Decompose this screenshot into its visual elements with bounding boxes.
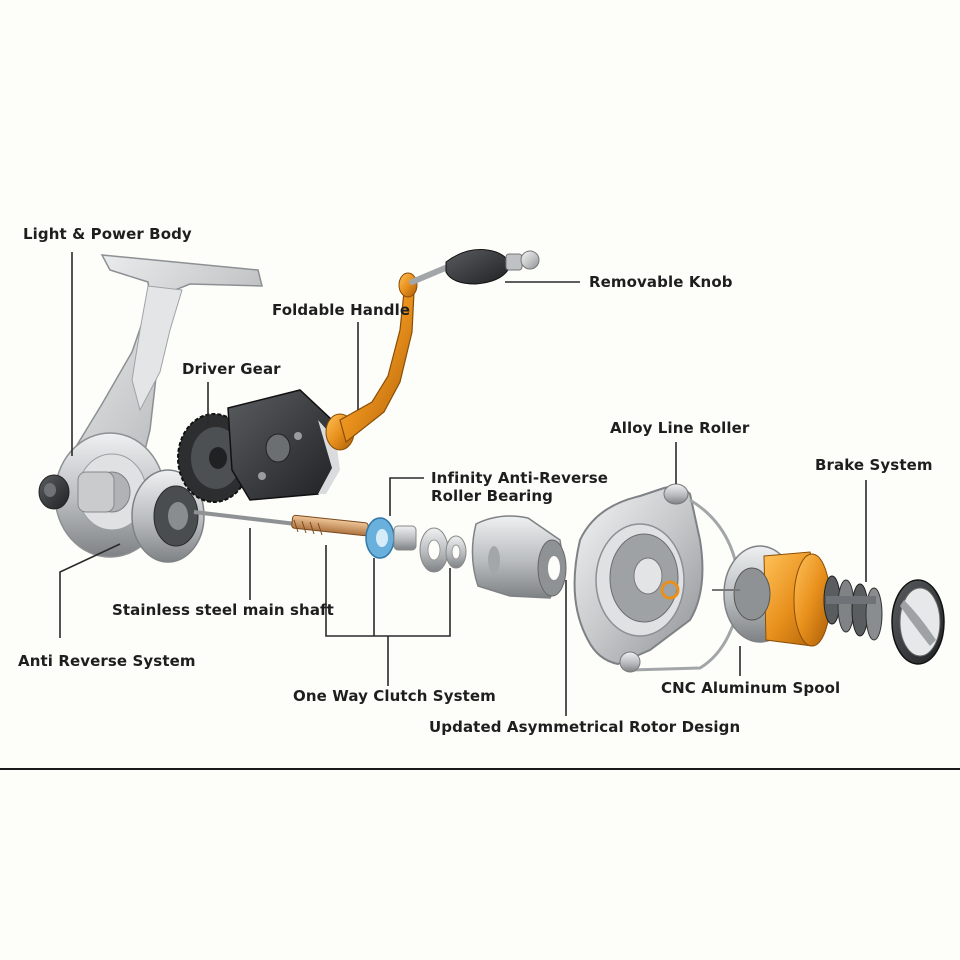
clutch-housing <box>471 515 567 599</box>
anti-reverse-cup <box>131 469 205 563</box>
label-one-way-clutch: One Way Clutch System <box>293 687 496 705</box>
removable-knob <box>445 249 540 285</box>
roller-bearing <box>365 517 417 559</box>
label-infinity-anti-reverse: Infinity Anti-Reverse <box>431 469 609 487</box>
label-driver-gear: Driver Gear <box>182 360 281 378</box>
label-anti-reverse-system: Anti Reverse System <box>18 652 196 670</box>
main-shaft <box>193 510 369 537</box>
drag-knob <box>891 579 945 665</box>
label-roller-bearing: Roller Bearing <box>431 487 554 505</box>
anti-reverse-knob <box>38 474 70 510</box>
leader-lines <box>59 252 867 716</box>
side-cover <box>227 389 340 501</box>
rotor <box>573 483 742 673</box>
leader-anti-reverse <box>59 543 121 638</box>
label-light-power-body: Light & Power Body <box>23 225 192 243</box>
label-stainless-main-shaft: Stainless steel main shaft <box>112 601 334 619</box>
spool <box>712 545 831 647</box>
label-foldable-handle: Foldable Handle <box>272 301 411 319</box>
foldable-handle <box>325 263 453 451</box>
label-cnc-aluminum-spool: CNC Aluminum Spool <box>661 679 841 697</box>
label-alloy-line-roller: Alloy Line Roller <box>610 419 750 437</box>
label-rotor-design: Updated Asymmetrical Rotor Design <box>429 718 741 736</box>
label-removable-knob: Removable Knob <box>589 273 733 291</box>
clutch-washers <box>419 527 467 573</box>
label-brake-system: Brake System <box>815 456 933 474</box>
leader-bearing <box>389 477 424 516</box>
brake-drag-stack <box>823 575 883 641</box>
